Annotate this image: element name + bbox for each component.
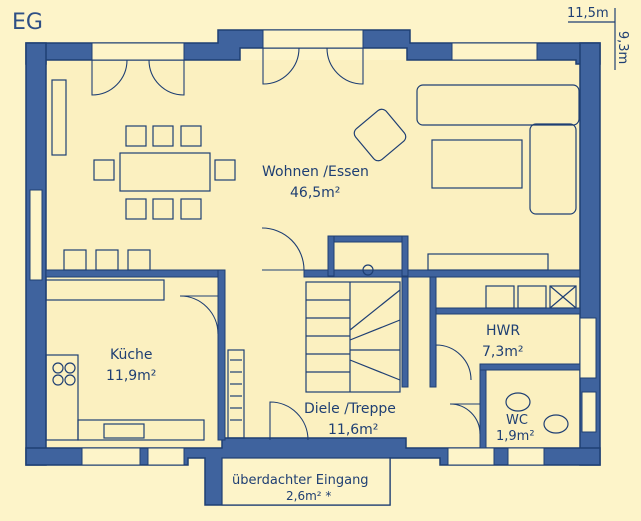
room-kueche-name: Küche: [110, 347, 153, 363]
dimension-lines: [568, 8, 616, 70]
room-hwr-area: 7,3m²: [482, 344, 524, 360]
interior-walls: [45, 235, 581, 449]
room-eingang-name: überdachter Eingang: [232, 473, 369, 488]
room-hwr-name: HWR: [486, 323, 521, 339]
room-kueche-area: 11,9m²: [106, 368, 157, 384]
doors: [91, 47, 481, 441]
room-diele-name: Diele /Treppe: [304, 401, 396, 417]
floor-label: EG: [12, 10, 43, 35]
room-wc-name: WC: [506, 413, 528, 428]
room-wc-area: 1,9m²: [496, 429, 535, 444]
furniture: [45, 79, 580, 441]
dimension-depth: 9,3m: [615, 30, 631, 65]
room-wohnen-name: Wohnen /Essen: [262, 164, 369, 180]
dimension-width: 11,5m: [567, 6, 609, 21]
room-wohnen-area: 46,5m²: [290, 185, 341, 201]
room-diele-area: 11,6m²: [328, 422, 379, 438]
windows: [29, 29, 597, 466]
room-eingang-area: 2,6m² *: [286, 489, 332, 503]
